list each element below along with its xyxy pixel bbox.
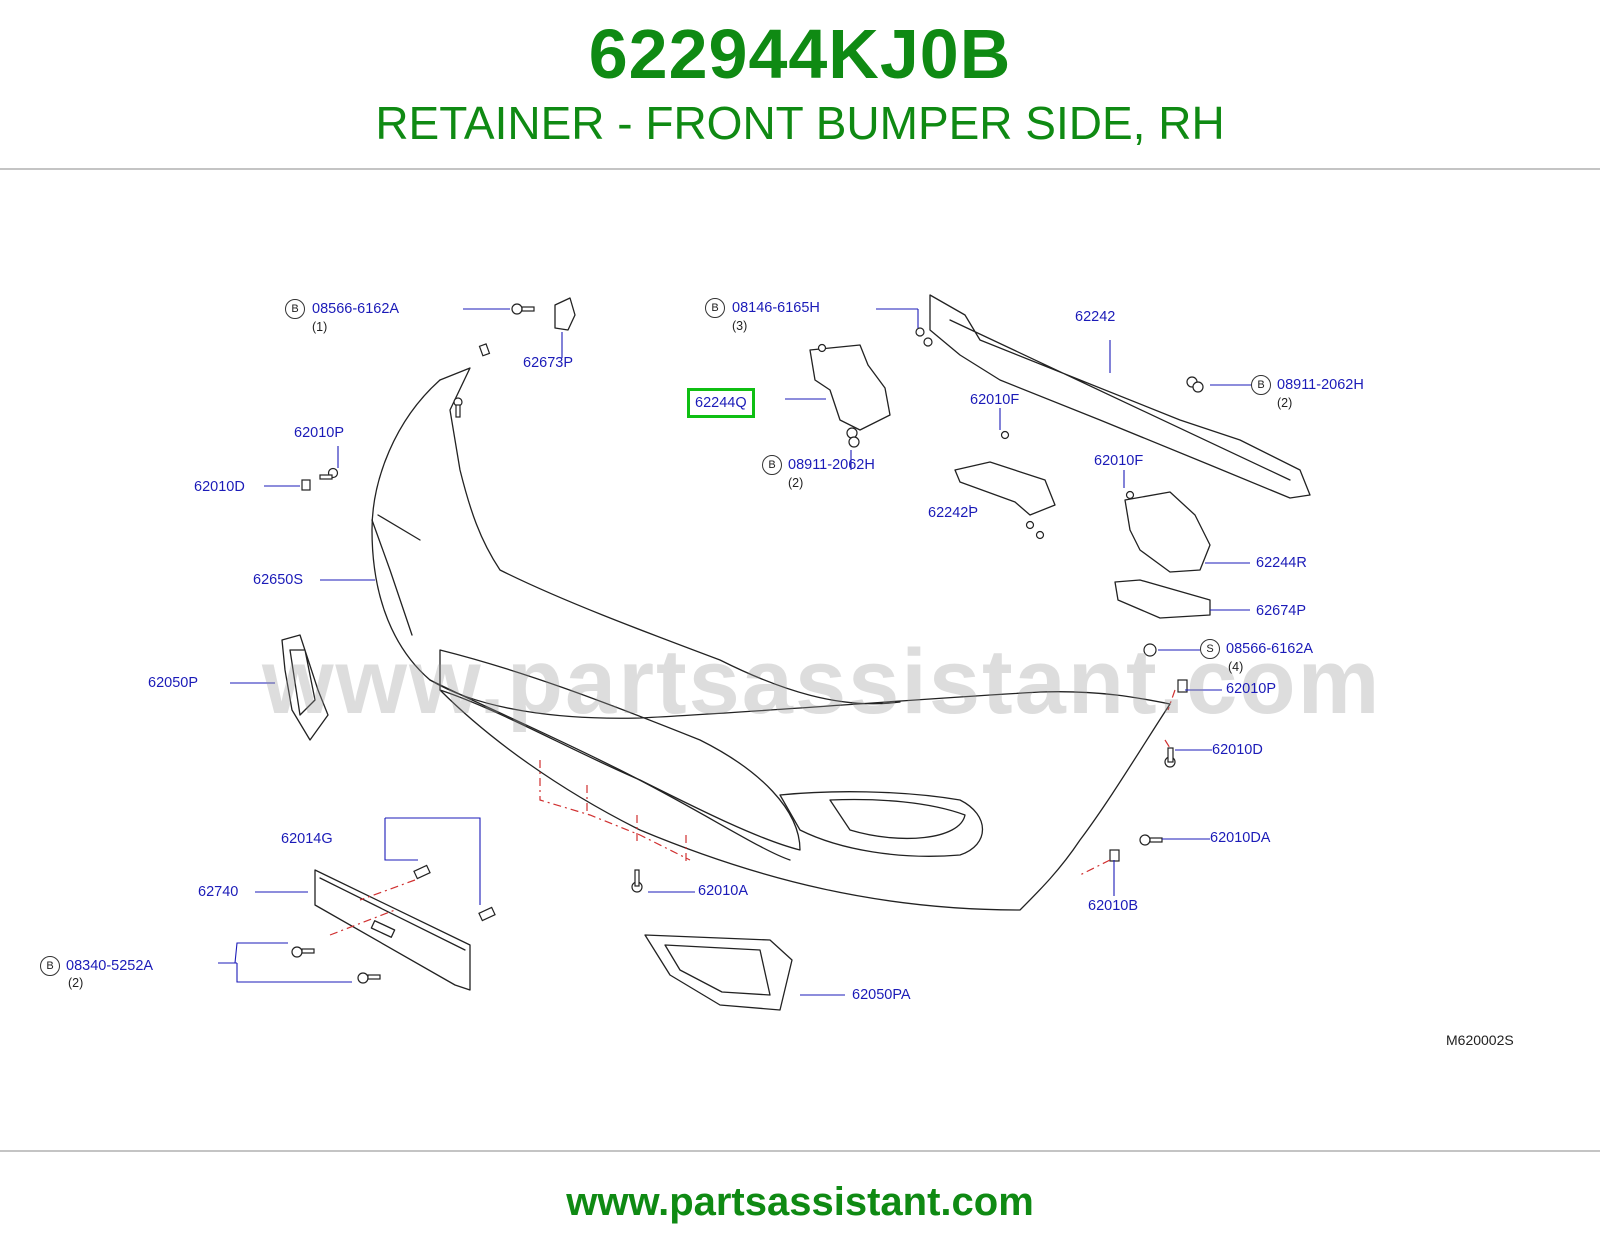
guide-line-1 <box>539 760 691 861</box>
diagram-code: M620002S <box>1446 1032 1514 1048</box>
reinforcement-beam <box>929 294 1311 499</box>
callout-62010da[interactable]: 62010DA <box>1210 830 1271 846</box>
bumper-fog-inner <box>829 798 966 839</box>
callout-62242p[interactable]: 62242P <box>928 505 978 521</box>
bracket-62242p <box>954 461 1056 516</box>
callout-62010f-right[interactable]: 62010F <box>1094 453 1144 469</box>
callout-62674p[interactable]: 62674P <box>1256 603 1306 619</box>
highlighted-part-box[interactable]: 62244Q <box>687 388 755 418</box>
callout-prefix-s: S <box>1200 639 1220 659</box>
callout-qty: (2) <box>788 476 804 490</box>
callout-62244r[interactable]: 62244R <box>1256 555 1307 571</box>
watermark: www.partsassistant.com <box>262 631 1382 733</box>
license-bracket <box>314 869 471 991</box>
bumper-fog-recess <box>779 791 984 857</box>
callout-62650s[interactable]: 62650S <box>253 572 303 588</box>
callout-62740[interactable]: 62740 <box>198 884 239 900</box>
bumper-fascia-outline <box>371 379 1171 911</box>
part-description: RETAINER - FRONT BUMPER SIDE, RH <box>375 97 1225 149</box>
callout-prefix-b: B <box>1251 375 1271 395</box>
fog-bezel-lower <box>644 934 793 1011</box>
callout-62010f[interactable]: 62010F <box>970 392 1020 408</box>
bumper-side-detail <box>371 514 421 636</box>
callout-62050pa[interactable]: 62050PA <box>852 987 911 1003</box>
callout-qty: (3) <box>732 319 748 333</box>
callout-62014g[interactable]: 62014G <box>281 831 333 847</box>
bracket-62244r <box>1124 491 1211 573</box>
callout-62010b[interactable]: 62010B <box>1088 898 1138 914</box>
callout-62010p-right[interactable]: 62010P <box>1226 681 1276 697</box>
diagram-drawing <box>218 294 1311 1011</box>
license-bracket-slot <box>370 920 396 938</box>
callout-62673p[interactable]: 62673P <box>523 355 573 371</box>
footer-divider <box>0 1150 1600 1152</box>
callout-62010p[interactable]: 62010P <box>294 425 344 441</box>
callout-08340-5252a[interactable]: 08340-5252A <box>66 958 154 974</box>
callout-prefix-b: B <box>705 298 725 318</box>
callout-08566-6162a-s[interactable]: 08566-6162A <box>1226 641 1314 657</box>
callout-prefix-b: B <box>762 455 782 475</box>
callout-prefix-b: B <box>40 956 60 976</box>
callout-qty: (4) <box>1228 660 1244 674</box>
callout-62050p[interactable]: 62050P <box>148 675 198 691</box>
callout-qty: (2) <box>68 976 84 990</box>
fog-bezel-left <box>281 634 329 741</box>
callout-62244q[interactable]: 62244Q <box>695 395 747 411</box>
callout-qty: (1) <box>312 320 328 334</box>
header-divider <box>0 168 1600 170</box>
callout-62010d[interactable]: 62010D <box>194 479 245 495</box>
page-header: 622944KJ0B RETAINER - FRONT BUMPER SIDE,… <box>0 0 1600 168</box>
callout-prefix-b: B <box>285 299 305 319</box>
guide-line-5 <box>329 879 416 936</box>
bracket-62244q <box>809 344 891 431</box>
bumper-upper-edge <box>439 367 901 705</box>
callout-62010a[interactable]: 62010A <box>698 883 748 899</box>
bumper-grille-opening <box>439 649 801 851</box>
callout-62242[interactable]: 62242 <box>1075 309 1116 325</box>
callout-08911-2062h[interactable]: 08911-2062H <box>1277 377 1364 393</box>
retainer-62674p <box>1114 579 1211 619</box>
footer-url[interactable]: www.partsassistant.com <box>566 1180 1034 1224</box>
part-number-title: 622944KJ0B <box>588 15 1012 93</box>
bumper-lower-lip <box>429 679 791 861</box>
callout-08911-2062h[interactable]: 08911-2062H <box>788 457 875 473</box>
callout-62010d-right[interactable]: 62010D <box>1212 742 1263 758</box>
callout-qty: (2) <box>1277 396 1293 410</box>
parts-diagram: www.partsassistant.com B 08566-6162A (1)… <box>0 270 1600 1070</box>
retainer-62673p <box>554 297 576 331</box>
callout-08146-6165h[interactable]: 08146-6165H <box>732 300 820 316</box>
callout-08566-6162a[interactable]: 08566-6162A <box>312 301 400 317</box>
guide-line-6 <box>1079 689 1176 876</box>
